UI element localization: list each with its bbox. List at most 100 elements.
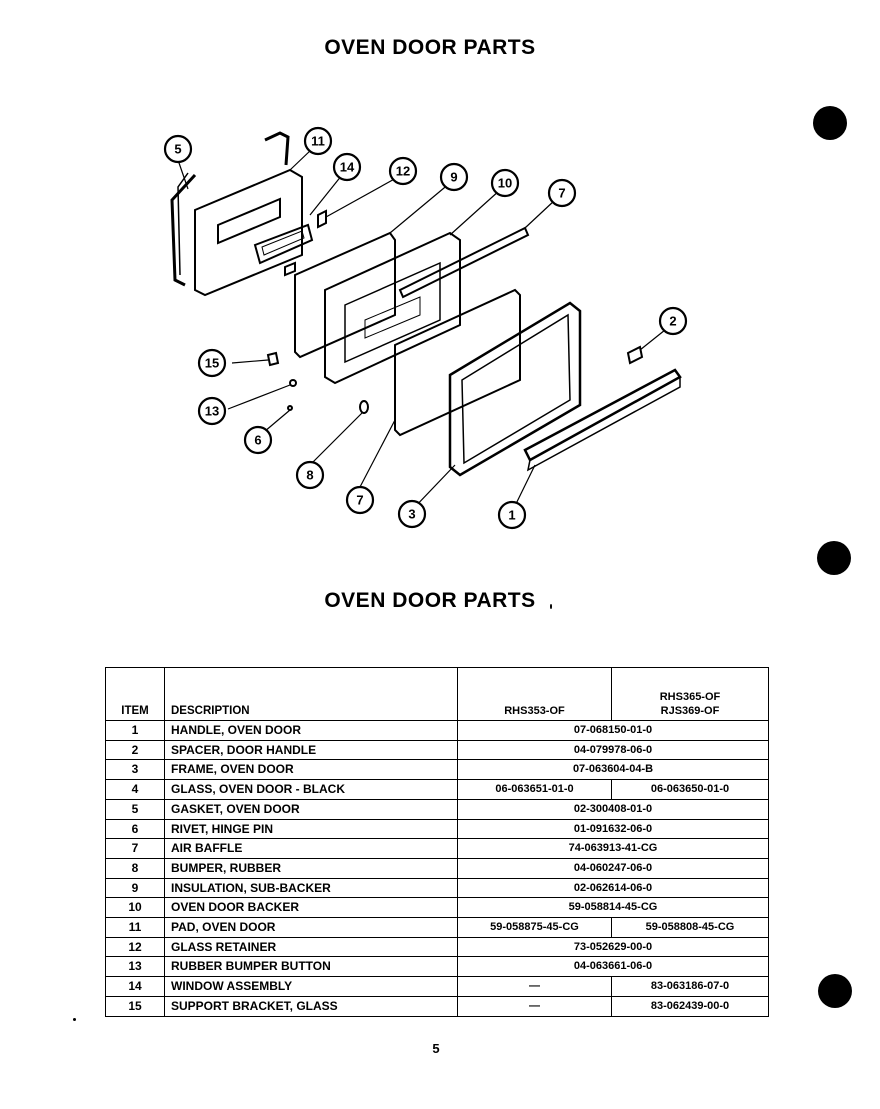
callout-7: 7: [547, 178, 577, 208]
cell-part-number: 02-300408-01-0: [457, 798, 769, 820]
cell-description: OVEN DOOR BACKER: [164, 897, 458, 919]
callout-1: 1: [497, 500, 527, 530]
svg-text:2: 2: [669, 314, 676, 329]
binder-hole: [817, 541, 851, 575]
svg-text:1: 1: [508, 508, 515, 523]
callout-12: 12: [388, 156, 418, 186]
svg-text:10: 10: [498, 176, 512, 191]
cell-part-number: 04-063661-06-0: [457, 956, 769, 978]
cell-description: SPACER, DOOR HANDLE: [164, 739, 458, 761]
callout-10: 10: [490, 168, 520, 198]
callout-15: 15: [197, 348, 227, 378]
cell-item: 9: [105, 877, 165, 899]
cell-item: 10: [105, 897, 165, 919]
exploded-parts-diagram: 5 11 14 12 9 10 7 2 15 13 6 8 7 3 1: [163, 126, 688, 530]
svg-text:12: 12: [396, 164, 410, 179]
cell-part-number: 74-063913-41-CG: [457, 838, 769, 859]
cell-description: GLASS, OVEN DOOR - BLACK: [164, 779, 458, 800]
cell-item: 3: [105, 759, 165, 781]
svg-text:5: 5: [174, 142, 181, 157]
cell-part-number-a: —: [457, 995, 612, 1017]
cell-item: 6: [105, 818, 165, 840]
col-header-description: DESCRIPTION: [164, 667, 458, 721]
page-title: OVEN DOOR PARTS: [324, 36, 536, 59]
callout-13: 13: [197, 396, 227, 426]
cell-description: RIVET, HINGE PIN: [164, 818, 458, 840]
cell-item: 13: [105, 956, 165, 978]
svg-text:14: 14: [340, 160, 355, 175]
cell-part-number-a: —: [457, 976, 612, 997]
svg-text:15: 15: [205, 356, 219, 371]
page-number: 5: [432, 1041, 440, 1056]
scan-speck: [73, 1018, 76, 1021]
cell-description: PAD, OVEN DOOR: [164, 917, 458, 938]
cell-description: INSULATION, SUB-BACKER: [164, 877, 458, 899]
cell-part-number: 73-052629-00-0: [457, 936, 769, 958]
cell-part-number: 59-058814-45-CG: [457, 897, 769, 919]
binder-hole: [813, 106, 847, 140]
scan-speck: [550, 604, 552, 609]
cell-part-number: 04-079978-06-0: [457, 739, 769, 761]
callout-14: 14: [332, 152, 362, 182]
cell-item: 5: [105, 798, 165, 820]
cell-part-number-b: 83-062439-00-0: [611, 995, 769, 1017]
cell-item: 12: [105, 936, 165, 958]
svg-text:8: 8: [306, 468, 313, 483]
callout-9: 9: [439, 162, 469, 192]
cell-part-number-b: 83-063186-07-0: [611, 976, 769, 997]
cell-description: HANDLE, OVEN DOOR: [164, 720, 458, 741]
svg-text:9: 9: [450, 170, 457, 185]
cell-item: 4: [105, 779, 165, 800]
callout-2: 2: [658, 306, 688, 336]
cell-part-number-a: 59-058875-45-CG: [457, 917, 612, 938]
cell-part-number-a: 06-063651-01-0: [457, 779, 612, 800]
callout-5: 5: [163, 134, 193, 164]
cell-item: 7: [105, 838, 165, 859]
cell-part-number-b: 06-063650-01-0: [611, 779, 769, 800]
cell-part-number: 07-068150-01-0: [457, 720, 769, 741]
callout-8: 8: [295, 460, 325, 490]
cell-description: BUMPER, RUBBER: [164, 857, 458, 879]
cell-part-number: 01-091632-06-0: [457, 818, 769, 840]
svg-text:11: 11: [311, 134, 325, 149]
cell-description: RUBBER BUMPER BUTTON: [164, 956, 458, 978]
cell-item: 1: [105, 720, 165, 741]
callout-7: 7: [345, 485, 375, 515]
callout-3: 3: [397, 499, 427, 529]
svg-text:7: 7: [356, 493, 363, 508]
callout-11: 11: [303, 126, 333, 156]
cell-description: SUPPORT BRACKET, GLASS: [164, 995, 458, 1017]
table-title: OVEN DOOR PARTS: [324, 589, 536, 612]
cell-item: 15: [105, 995, 165, 1017]
col-header-item: ITEM: [105, 667, 165, 721]
cell-item: 11: [105, 917, 165, 938]
cell-item: 2: [105, 739, 165, 761]
cell-item: 14: [105, 976, 165, 997]
cell-part-number: 04-060247-06-0: [457, 857, 769, 879]
svg-text:7: 7: [558, 186, 565, 201]
binder-hole: [818, 974, 852, 1008]
cell-description: FRAME, OVEN DOOR: [164, 759, 458, 781]
col-header-model-a: RHS353-OF: [457, 667, 612, 721]
svg-text:13: 13: [205, 404, 219, 419]
svg-text:3: 3: [408, 507, 415, 522]
cell-description: WINDOW ASSEMBLY: [164, 976, 458, 997]
callout-6: 6: [243, 425, 273, 455]
